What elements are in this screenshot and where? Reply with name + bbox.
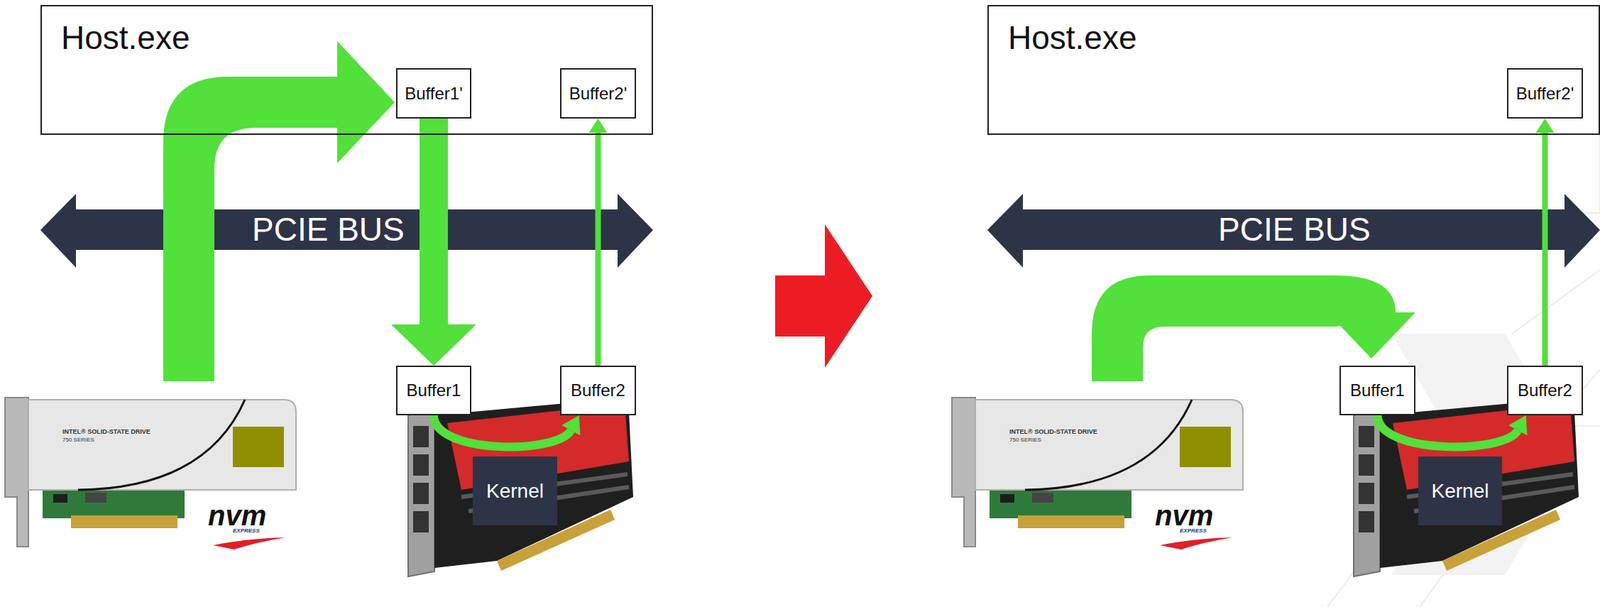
ssd-card — [951, 397, 1243, 550]
model-text: 750 SERIES — [1009, 437, 1042, 443]
process-box: Host.exeBuffer2' — [987, 4, 1600, 135]
ssd-card — [4, 397, 297, 550]
box-title: Host.exe — [61, 19, 191, 57]
arrow-head — [561, 415, 580, 436]
logo-text: nvm — [1154, 501, 1214, 530]
arrow-head — [391, 324, 477, 366]
kernel-box: Kernel — [472, 456, 558, 526]
transition-arrow — [775, 224, 873, 368]
bus-label: PCIE BUS — [251, 209, 405, 250]
data-flow-connector — [589, 118, 608, 366]
bus-band: PCIE BUS — [40, 209, 654, 250]
box-label: Buffer2 — [1517, 380, 1573, 401]
arrow-head — [589, 118, 608, 133]
box-label: Buffer2' — [1516, 83, 1575, 104]
buffer-box: Buffer2' — [560, 68, 637, 119]
buffer-box: Buffer2 — [1507, 365, 1583, 416]
brand-text: INTEL® SOLID-STATE DRIVE — [1009, 428, 1098, 436]
process-box: Host.exeBuffer1' Buffer2' — [40, 4, 654, 135]
data-flow-connector — [1377, 415, 1528, 447]
arrow-shaft — [433, 415, 571, 447]
logo-subtext: EXPRESS — [1179, 528, 1207, 534]
arrow-head — [1536, 118, 1555, 133]
bus-band: PCIE BUS — [987, 209, 1600, 250]
kernel-box: Kernel — [1418, 456, 1503, 526]
arrow-shaft — [1542, 132, 1549, 366]
buffer-box: Buffer2' — [1507, 68, 1583, 119]
fpga-card — [1353, 397, 1579, 577]
brand-text: INTEL® SOLID-STATE DRIVE — [62, 428, 151, 436]
data-flow-connector — [1536, 118, 1555, 366]
buffer-box: Buffer2 — [560, 365, 637, 416]
arrow-head — [1508, 415, 1527, 436]
pcie-bus-band — [987, 193, 1600, 268]
pcie-bus-band — [40, 193, 654, 268]
box-label: Buffer1 — [406, 380, 462, 401]
fpga-card — [408, 397, 634, 577]
buffer-box: Buffer1' — [396, 68, 472, 119]
box-label: Kernel — [486, 479, 544, 503]
buffer-box: Buffer1 — [396, 365, 472, 416]
box-label: Kernel — [1431, 479, 1490, 503]
data-flow-arrow — [163, 41, 395, 382]
logo-subtext: EXPRESS — [232, 528, 260, 534]
box-label: Buffer2 — [570, 380, 626, 401]
box-label: Buffer1' — [404, 83, 463, 104]
buffer-box: Buffer1 — [1339, 365, 1416, 416]
data-flow-arrow — [1091, 275, 1416, 382]
model-text: 750 SERIES — [62, 437, 95, 443]
box-label: Buffer2' — [569, 83, 628, 104]
arrow-shaft — [595, 132, 602, 366]
box-label: Buffer1 — [1350, 380, 1405, 401]
data-flow-connector — [391, 118, 477, 366]
background-chevrons — [1327, 120, 1600, 607]
arrow-shaft — [419, 118, 448, 325]
data-flow-connector — [433, 415, 580, 447]
arrow-shaft — [1377, 415, 1519, 447]
logo-text: nvm — [207, 501, 267, 530]
bus-label: PCIE BUS — [1218, 209, 1371, 250]
box-title: Host.exe — [1007, 19, 1138, 57]
